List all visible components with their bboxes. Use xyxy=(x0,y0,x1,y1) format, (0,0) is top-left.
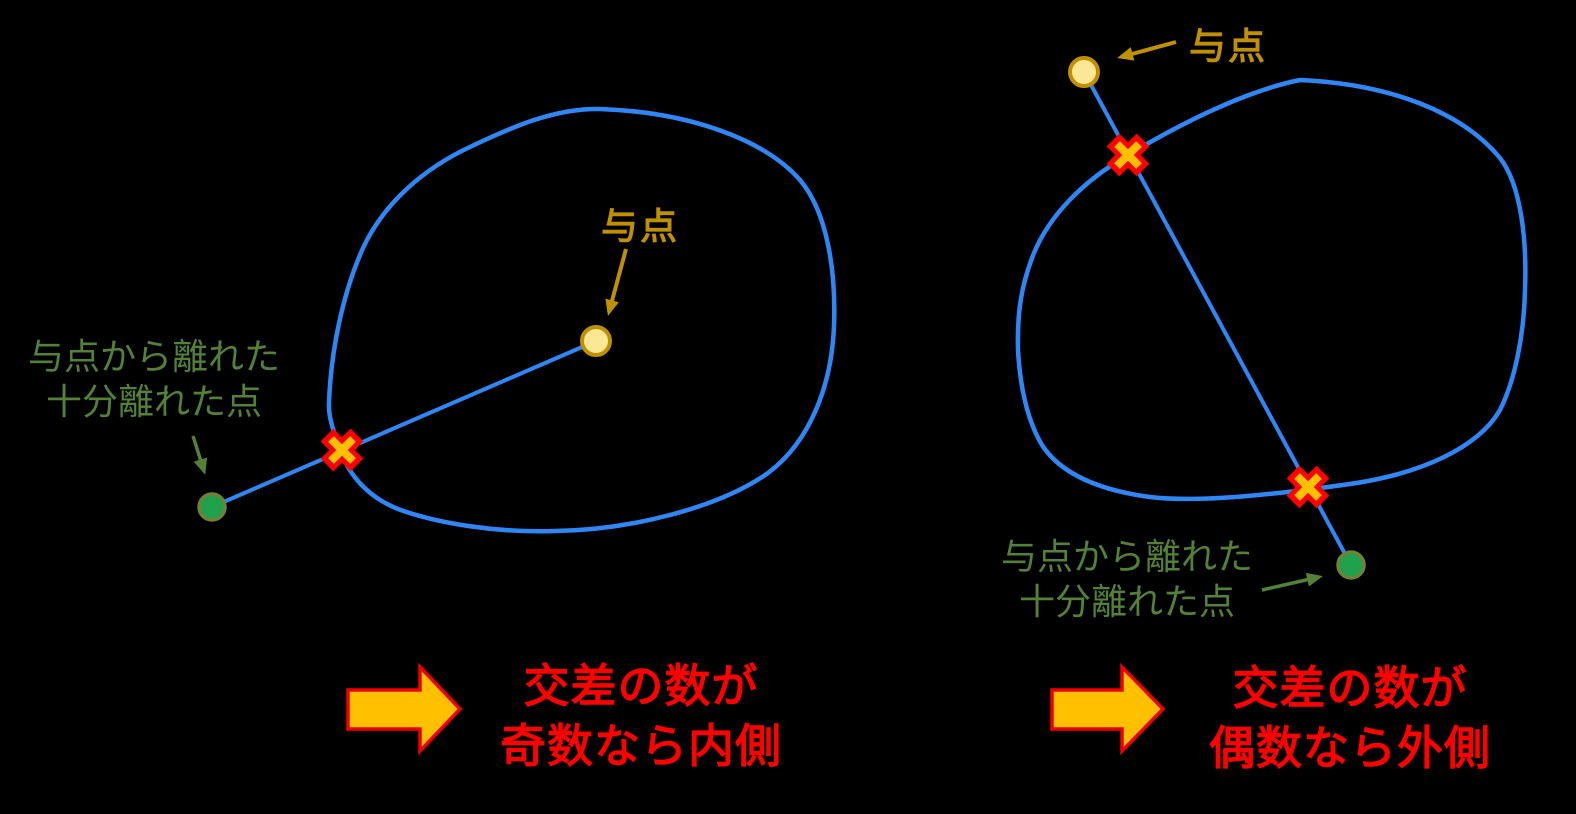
right-big-arrow xyxy=(1050,662,1166,756)
right-result-line1: 交差の数が xyxy=(1232,662,1468,714)
right-given-point-arrow xyxy=(1117,40,1177,61)
left-crossing-mark xyxy=(320,428,364,472)
right-result-text: 交差の数が 偶数なら外側 xyxy=(1140,658,1560,778)
right-given-point-label: 与点 xyxy=(1189,26,1267,67)
right-far-point xyxy=(1336,550,1366,580)
left-ray-line xyxy=(211,339,597,509)
right-region-curve xyxy=(1015,77,1528,502)
right-result-line2: 偶数なら外側 xyxy=(1209,722,1491,774)
right-far-point-label-line1: 与点から離れた xyxy=(1000,536,1253,577)
left-far-point-label-line2: 十分離れた点 xyxy=(45,381,262,422)
left-far-point-arrow xyxy=(191,435,208,475)
left-far-point-label-line1: 与点から離れた xyxy=(27,336,280,377)
right-given-point xyxy=(1068,56,1100,88)
left-given-point xyxy=(580,325,612,357)
right-crossing-mark-2 xyxy=(1286,465,1330,509)
right-crossing-mark-1 xyxy=(1106,133,1150,177)
left-far-point-label: 与点から離れた 十分離れた点 xyxy=(14,334,294,424)
right-far-point-arrow xyxy=(1261,572,1323,592)
left-big-arrow xyxy=(346,662,463,756)
left-given-point-label: 与点 xyxy=(601,206,679,247)
right-far-point-label: 与点から離れた 十分離れた点 xyxy=(987,534,1267,624)
right-far-point-label-line2: 十分離れた点 xyxy=(1018,581,1235,622)
left-given-point-arrow xyxy=(605,248,628,316)
left-result-line1: 交差の数が xyxy=(523,660,759,712)
left-far-point xyxy=(197,492,227,522)
left-result-text: 交差の数が 奇数なら内側 xyxy=(431,656,851,776)
left-region-curve xyxy=(326,106,837,534)
left-result-line2: 奇数なら内側 xyxy=(500,720,782,772)
